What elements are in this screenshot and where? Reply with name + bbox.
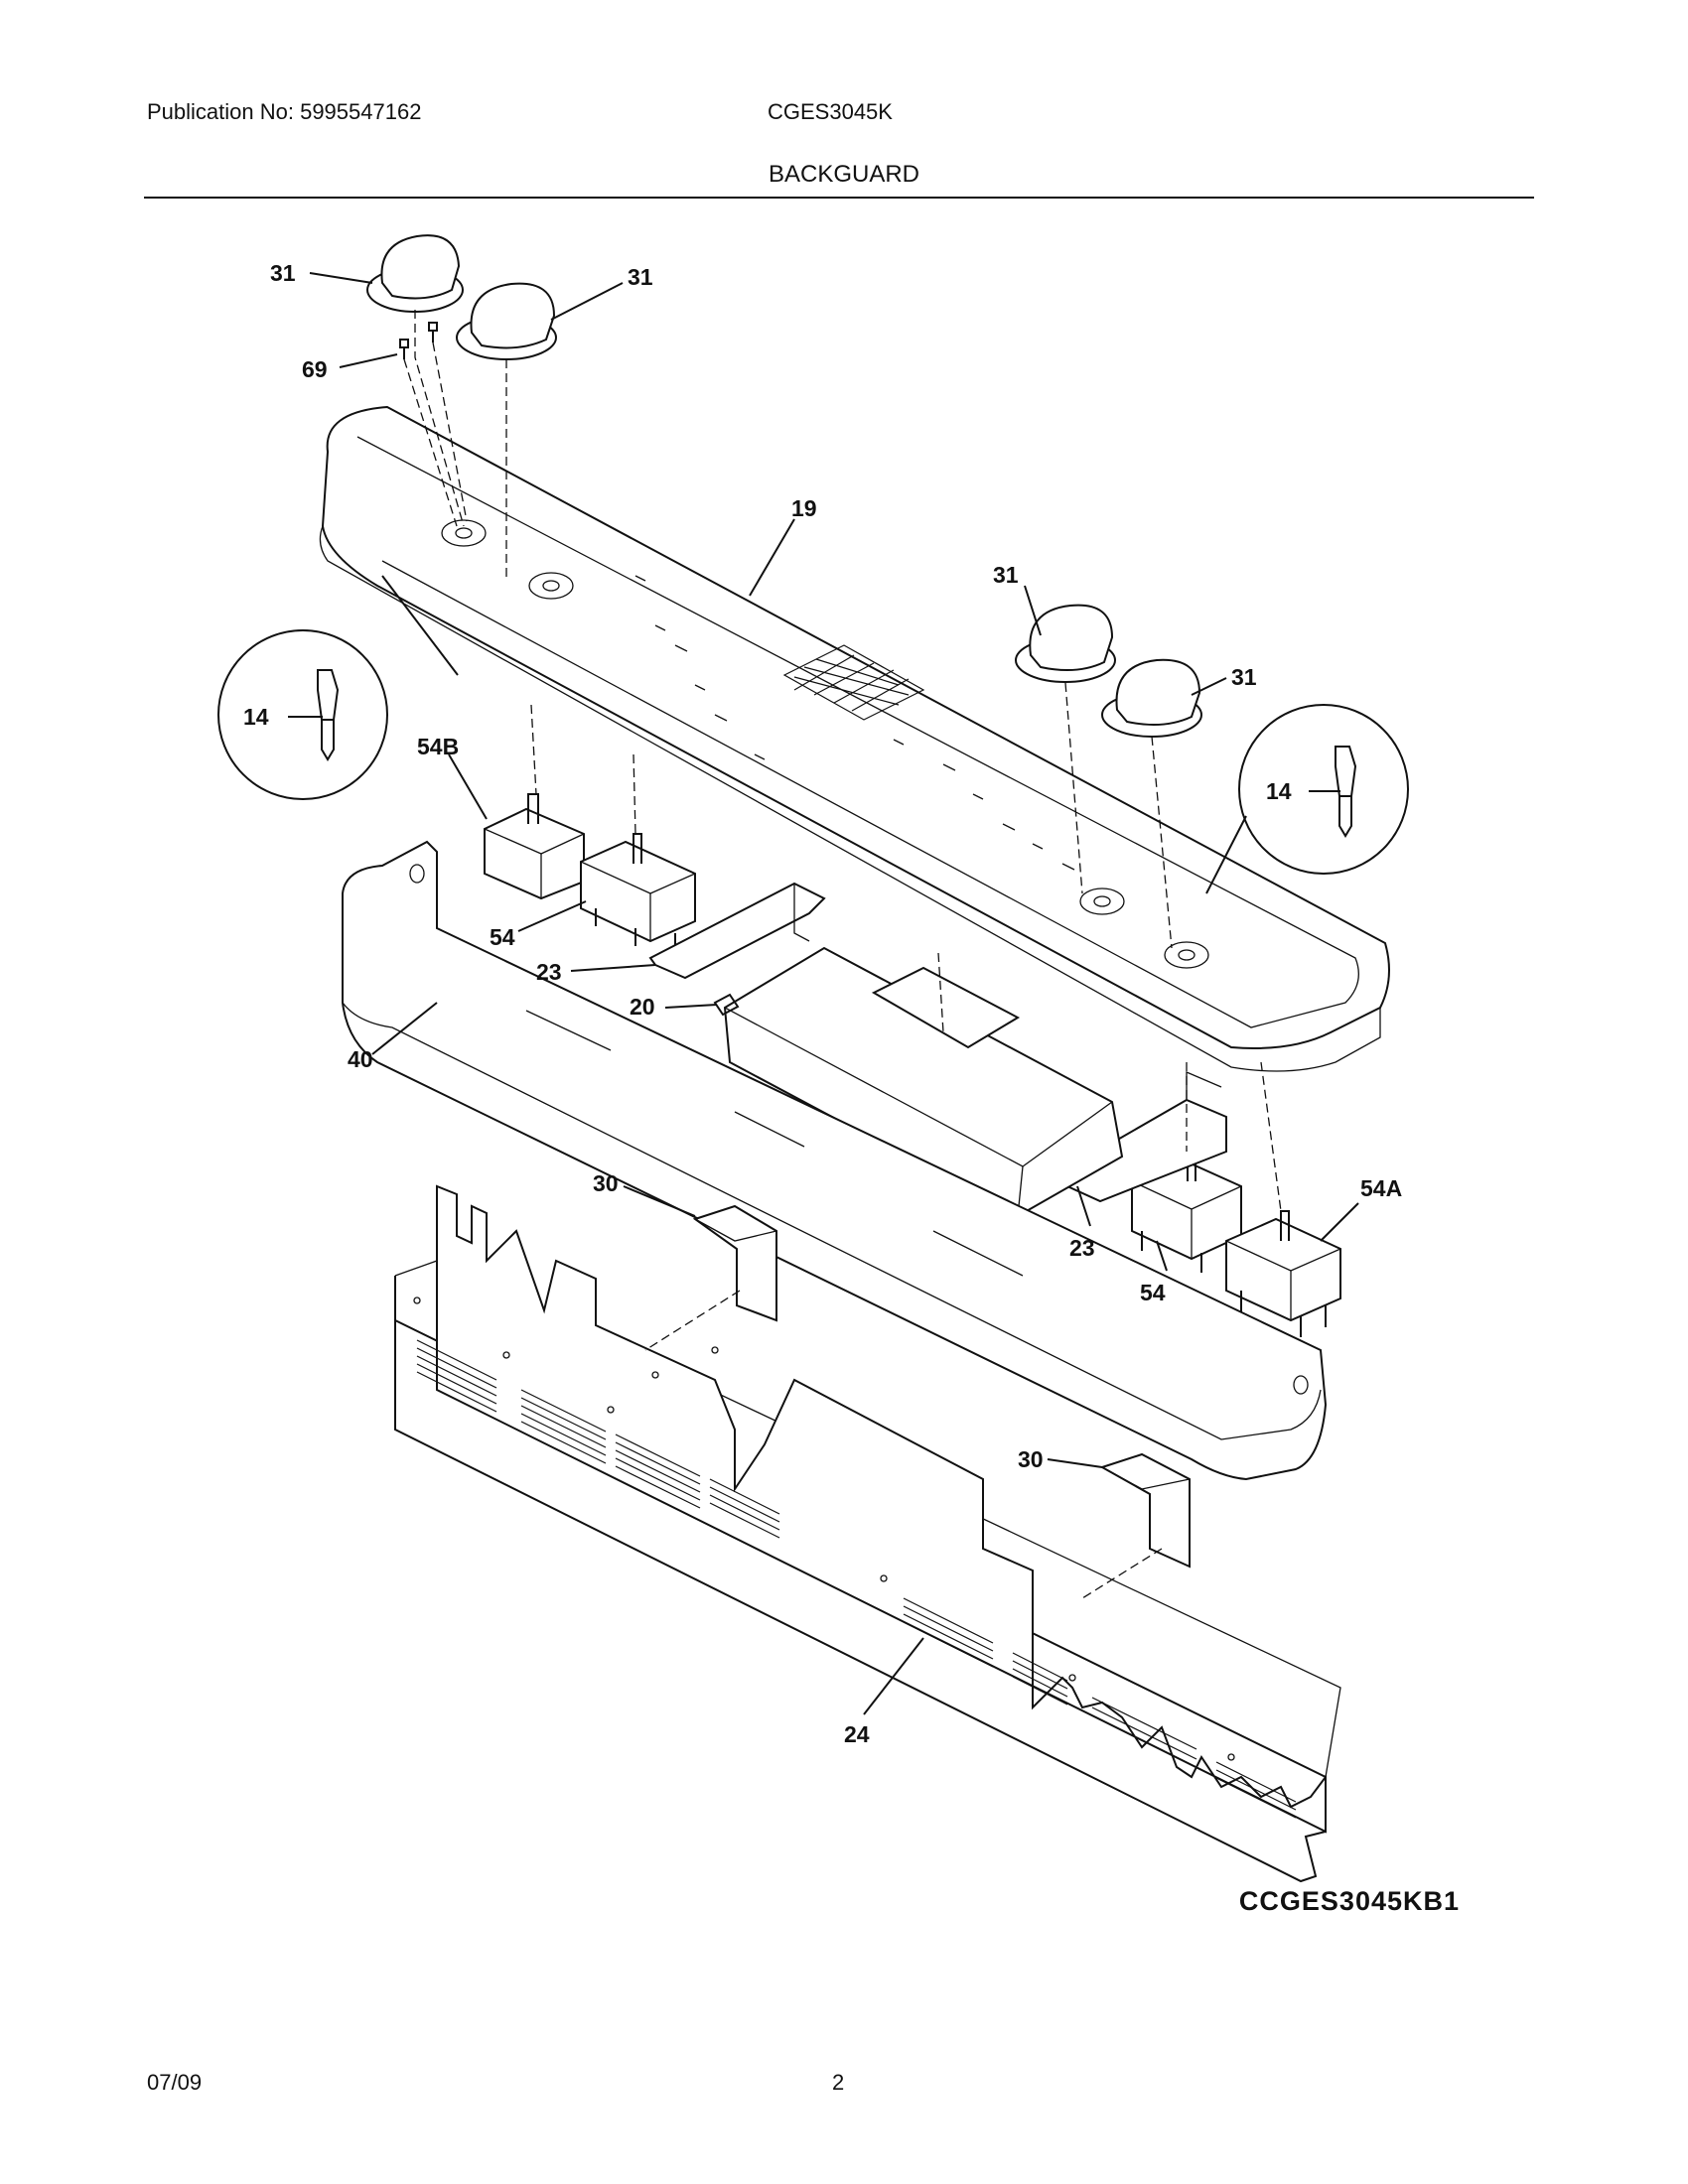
callout-bracket-30-left: 30 [593,1170,619,1196]
callout-knob-31-c: 31 [993,562,1019,588]
callout-lamp-14-left: 14 [243,704,269,730]
publication-date: 07/09 [147,2070,203,2095]
knob-31-a [366,234,464,313]
callout-bracket-30-right: 30 [1018,1446,1044,1472]
callout-switch-54b: 54B [417,734,459,759]
knob-31-c [1015,604,1116,683]
callout-rear-panel-24: 24 [844,1721,870,1747]
drawing-code: CCGES3045KB1 [1238,1886,1460,1916]
page-number: 2 [832,2070,845,2095]
console-panel [319,405,1390,1072]
switch-54b [484,793,585,900]
lamp-detail-left [217,629,388,800]
callout-switch-54-left: 54 [490,924,515,950]
callout-knob-31-d: 31 [1231,664,1257,690]
rear-panel [394,1184,1341,1883]
callout-bracket-23-right: 23 [1069,1235,1095,1261]
section-title: BACKGUARD [768,161,920,188]
bracket-30-left [692,1204,777,1322]
switch-54a [1225,1210,1341,1337]
callout-knob-31-a: 31 [270,260,296,286]
callout-switch-54a: 54A [1360,1175,1402,1201]
knob-31-b [456,282,557,360]
callout-console-panel-19: 19 [791,495,817,521]
publication-number: Publication No: 5995547162 [147,99,422,124]
control-board [713,946,1124,1218]
header-rule [144,197,1534,199]
callout-lamp-14-right: 14 [1266,778,1292,804]
callout-switch-54-right: 54 [1140,1280,1166,1305]
callout-bracket-23-left: 23 [536,959,562,985]
callout-labels: 31 31 69 19 31 31 14 14 54B 54 23 20 40 … [243,260,1402,1747]
callout-control-board-20: 20 [630,994,655,1020]
bracket-30-right [1099,1452,1191,1569]
callout-knob-31-b: 31 [628,264,653,290]
leader-lines [288,272,1359,1715]
end-trim [342,840,1328,1481]
callout-end-trim-40: 40 [348,1046,373,1072]
assembly-guide-lines [403,310,1282,1599]
screw-69 [399,322,438,359]
model-number: CGES3045K [768,99,893,124]
switch-54-left [580,833,696,951]
lamp-detail-right [1238,704,1409,875]
knob-31-d [1101,658,1202,738]
callout-screw-69: 69 [302,356,328,382]
